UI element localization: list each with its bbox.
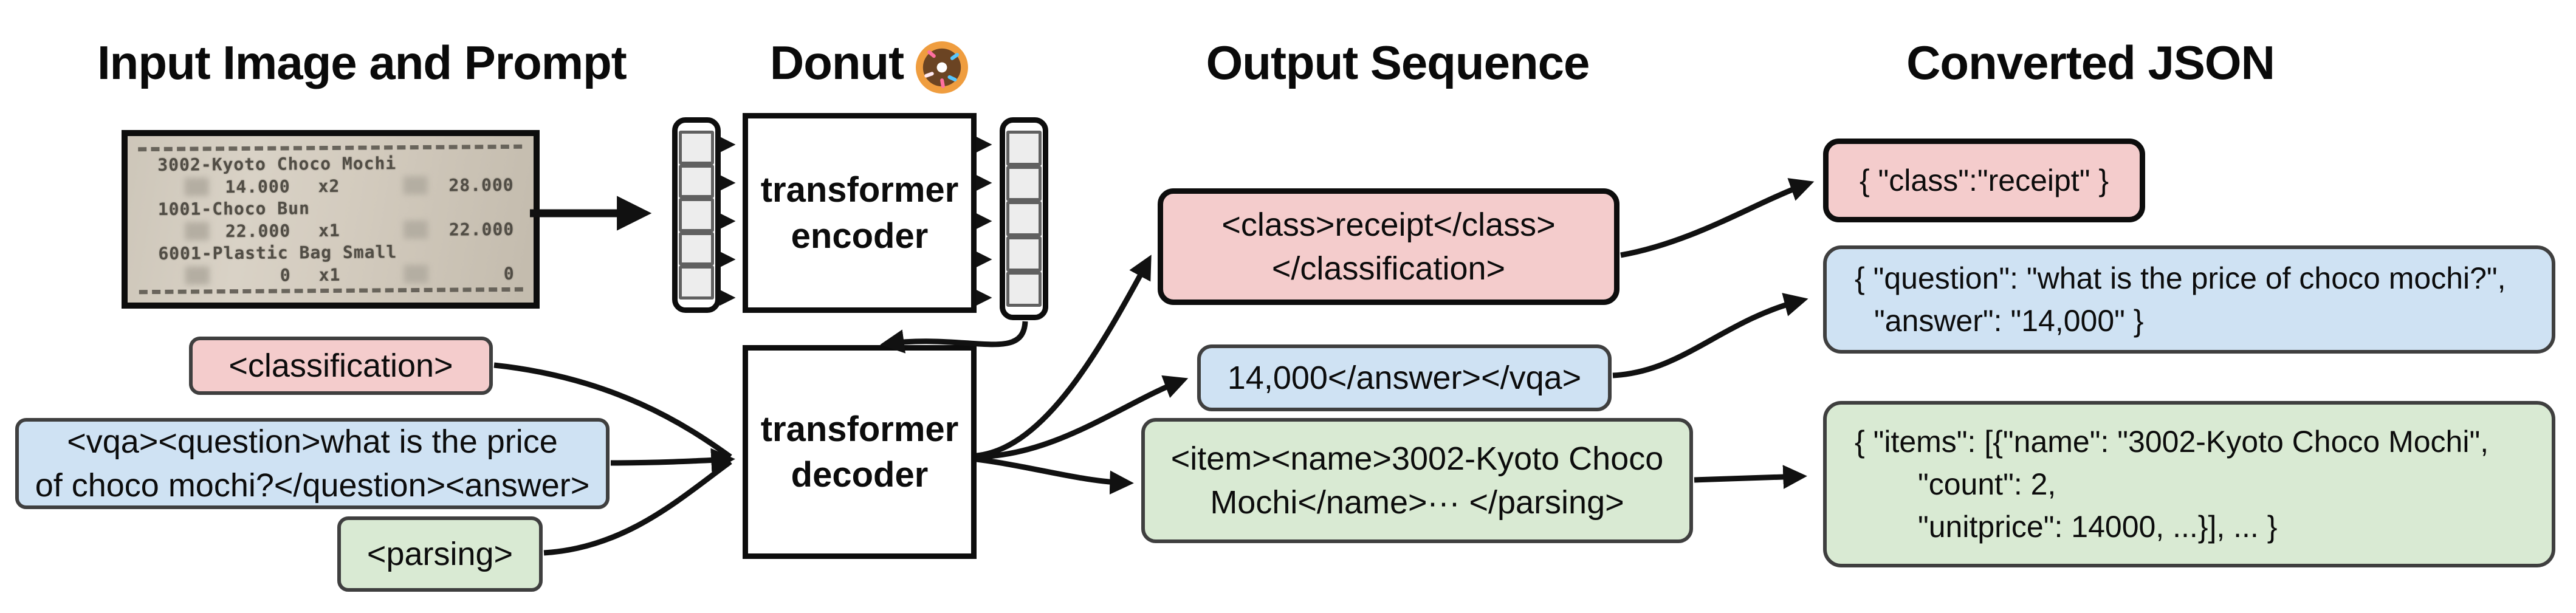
receipt-line-price-1: 14.000 x2 28.000 (131, 175, 530, 197)
embedding-cell (1006, 166, 1042, 201)
patch-cell (679, 265, 714, 300)
redaction-blur (184, 177, 209, 196)
unit-price: 14.000 (225, 176, 290, 197)
prompt-vqa-line2: of choco mochi?</question><answer> (35, 467, 590, 504)
line-total: 22.000 (448, 219, 515, 240)
redaction-blur (404, 265, 428, 284)
json-parsing-line2: "count": 2, (1918, 467, 2056, 501)
prompt-classification-text: <classification> (228, 347, 453, 384)
line-total: 28.000 (448, 174, 514, 196)
column-header-donut: Donut (687, 35, 1051, 94)
encoder-label-line1: transformer (760, 170, 959, 210)
receipt-line-price-2: 22.000 x1 22.000 (131, 219, 530, 241)
decoder-label-line2: decoder (791, 455, 929, 495)
transformer-decoder-box: transformer decoder (743, 345, 977, 559)
arrow-decoder-to-output-parsing (976, 456, 1134, 495)
patch-cell (679, 231, 714, 266)
patch-cell (679, 164, 714, 199)
output-parsing-box: <item><name>3002-Kyoto Choco Mochi</name… (1141, 418, 1693, 543)
column-header-output-sequence: Output Sequence (1206, 36, 1590, 89)
receipt-content: 3002-Kyoto Choco Mochi 14.000 x2 28.000 … (128, 136, 534, 303)
quantity: x1 (318, 220, 340, 241)
encoder-output-embedding-column (1000, 117, 1048, 320)
unit-price: 22.000 (225, 221, 291, 241)
receipt-divider (139, 287, 523, 295)
json-vqa-box: { "question": "what is the price of choc… (1823, 245, 2555, 354)
prompt-parsing-box: <parsing> (337, 516, 543, 592)
embedding-cell (1006, 131, 1042, 166)
receipt-image: 3002-Kyoto Choco Mochi 14.000 x2 28.000 … (122, 130, 540, 309)
redaction-blur (185, 222, 210, 241)
column-header-converted-json: Converted JSON (1906, 36, 2275, 89)
arrow-output-to-json-parsing (1694, 465, 1807, 489)
redaction-blur (185, 266, 210, 286)
arrow-output-to-json-classification (1620, 178, 1815, 258)
transformer-encoder-box: transformer encoder (743, 113, 977, 313)
quantity: x1 (318, 264, 341, 285)
decoder-label-line1: transformer (760, 409, 959, 449)
receipt-line-item-3: 6001-Plastic Bag Small (158, 242, 397, 264)
output-parsing-line2: Mochi</name>··· </parsing> (1210, 484, 1624, 521)
redaction-blur (403, 176, 428, 195)
output-vqa-text: 14,000</answer></vqa> (1227, 359, 1582, 396)
json-vqa-line2: "answer": "14,000" } (1874, 304, 2144, 338)
embedding-cell (1006, 236, 1042, 272)
column-header-input-image-and-prompt: Input Image and Prompt (97, 36, 627, 89)
json-parsing-line1: { "items": [{"name": "3002-Kyoto Choco M… (1855, 425, 2489, 459)
receipt-line-item-1: 3002-Kyoto Choco Mochi (157, 153, 397, 176)
patch-cell (679, 198, 714, 232)
unit-price: 0 (280, 265, 291, 286)
prompt-parsing-text: <parsing> (366, 535, 513, 572)
output-classification-box: <class>receipt</class> </classification> (1158, 188, 1619, 305)
prompt-vqa-line1: <vqa><question>what is the price (67, 423, 558, 460)
json-vqa-line1: { "question": "what is the price of choc… (1855, 261, 2506, 295)
output-vqa-box: 14,000</answer></vqa> (1197, 344, 1612, 411)
donut-title: Donut (769, 36, 904, 89)
encoder-input-patch-column (672, 117, 721, 313)
output-classification-line1: <class>receipt</class> (1221, 206, 1556, 243)
donut-emoji-icon (916, 41, 969, 94)
json-parsing-box: { "items": [{"name": "3002-Kyoto Choco M… (1823, 401, 2555, 567)
output-parsing-line1: <item><name>3002-Kyoto Choco (1170, 440, 1664, 477)
prompt-vqa-box: <vqa><question>what is the price of choc… (15, 418, 610, 509)
encoder-label-line2: encoder (791, 216, 929, 256)
embedding-cell (1006, 201, 1042, 236)
redaction-blur (404, 221, 428, 239)
json-parsing-line3: "unitprice": 14000, ...}], ... } (1918, 510, 2278, 544)
json-classification-box: { "class":"receipt" } (1823, 139, 2145, 222)
arrow-output-to-json-vqa (1612, 293, 1808, 378)
embedding-cell (1006, 272, 1042, 307)
receipt-line-item-2: 1001-Choco Bun (157, 198, 311, 220)
output-classification-line2: </classification> (1271, 250, 1506, 287)
prompt-classification-box: <classification> (189, 337, 493, 395)
json-classification-text: { "class":"receipt" } (1859, 163, 2109, 197)
arrow-prompt-vqa-to-decoder (610, 448, 735, 473)
line-total: 0 (503, 263, 515, 284)
receipt-divider (138, 144, 523, 151)
quantity: x2 (318, 176, 340, 196)
patch-cell (679, 131, 714, 165)
receipt-line-price-3: 0 x1 0 (132, 264, 531, 286)
arrow-embeddings-to-decoder (880, 321, 1028, 354)
